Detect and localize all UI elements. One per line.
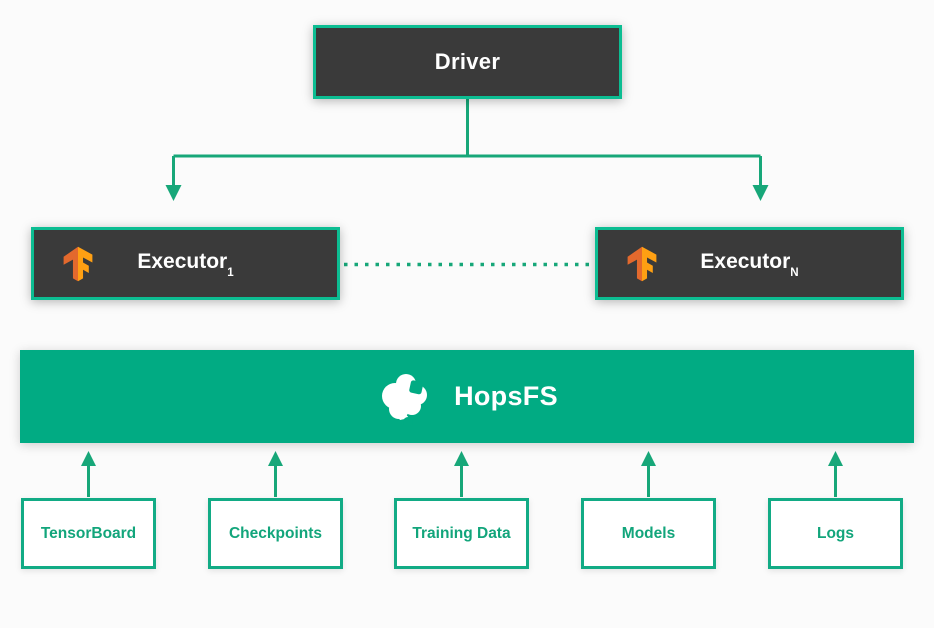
driver-label: Driver — [434, 49, 501, 74]
executor-1-label: Executor1 — [137, 250, 234, 280]
arrowhead-checkpoints — [268, 451, 283, 466]
tensorflow-icon — [60, 246, 96, 282]
store-label: Checkpoints — [228, 524, 322, 542]
executor-n-label: ExecutorN — [700, 250, 799, 280]
store-box-models: Models — [581, 498, 716, 569]
arrowhead-executor-1 — [165, 185, 182, 201]
executor-1-subscript: 1 — [227, 267, 234, 280]
arrowhead-logs — [828, 451, 843, 466]
driver-branch-line — [172, 99, 762, 187]
driver-node: Driver — [313, 25, 622, 99]
arrowhead-tensorboard — [81, 451, 96, 466]
hopsfs-label: HopsFS — [454, 381, 558, 411]
store-box-checkpoints: Checkpoints — [208, 498, 343, 569]
store-box-training-data: Training Data — [394, 498, 529, 569]
executor-n-subscript: N — [790, 267, 799, 280]
arrowhead-models — [641, 451, 656, 466]
hops-logo-icon — [376, 369, 432, 425]
hopsfs-bar: HopsFS — [20, 350, 914, 443]
store-label: Logs — [816, 524, 855, 542]
store-box-tensorboard: TensorBoard — [21, 498, 156, 569]
executor-1-node: Executor1 — [31, 227, 340, 300]
tensorflow-icon — [624, 246, 660, 282]
store-label: TensorBoard — [40, 524, 137, 542]
store-box-logs: Logs — [768, 498, 903, 569]
store-label: Training Data — [412, 524, 511, 542]
executor-n-node: ExecutorN — [595, 227, 904, 300]
arrowhead-executor-n — [752, 185, 769, 201]
arrowhead-trainingdata — [454, 451, 469, 466]
store-label: Models — [621, 524, 676, 542]
